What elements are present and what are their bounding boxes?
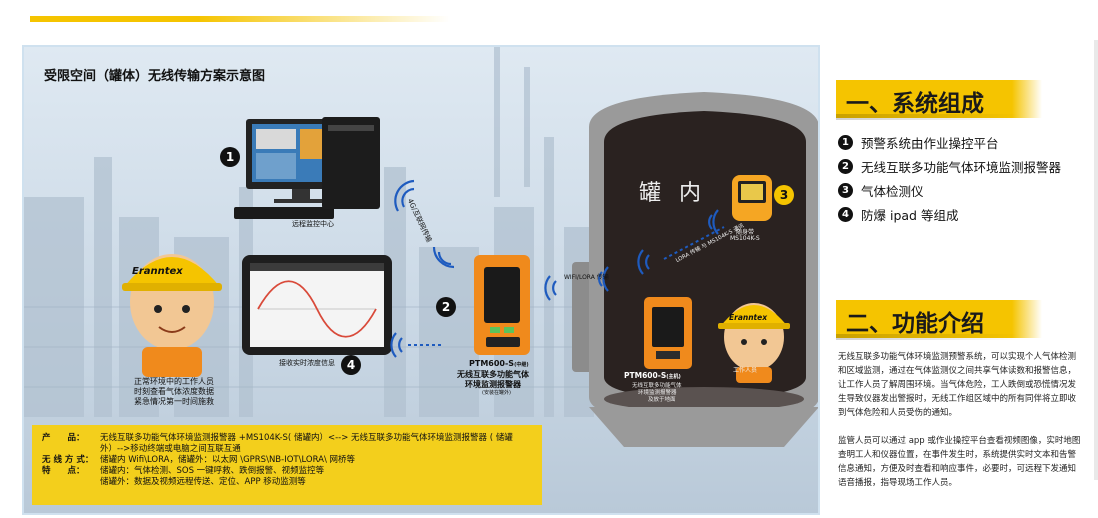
list-item: 3 气体检测仪	[838, 178, 1061, 202]
list-item-text: 无线互联多功能气体环境监测报警器	[861, 159, 1062, 175]
wireless-signals	[390, 179, 719, 358]
list-item-text: 防爆 ipad 等组成	[861, 207, 959, 223]
mascot-left-text: Eranntex	[132, 266, 183, 277]
product-info-box: 产 品： 无线互联多功能气体环境监测报警器 +MS104K-S( 储罐内）<--…	[32, 425, 542, 505]
mascot-inside-text: Eranntex	[729, 313, 768, 322]
left-caption-line: 紧急情况第一时间施救	[134, 397, 214, 406]
label-wifi-lora: WIFI/LORA 传输	[564, 274, 609, 281]
info-row: 产 品： 无线互联多功能气体环境监测报警器 +MS104K-S( 储罐内）<--…	[42, 433, 532, 455]
badge-two: 2	[436, 297, 456, 317]
diagram-title: 受限空间（罐体）无线传输方案示意图	[44, 69, 266, 84]
badge-three: 3	[774, 185, 794, 205]
info-value: 储罐内 Wifi\LORA，储罐外：以太网 \GPRS\NB-IOT\LORA\…	[100, 455, 356, 465]
section1-banner: 一、系统组成	[836, 80, 1042, 120]
inside-name-line1: 无线互联多功能气体	[632, 383, 682, 389]
info-value: 储罐内：气体检测、SOS 一键呼救、跌倒报警、视频监控等	[100, 466, 325, 476]
info-key	[42, 477, 100, 488]
right-edge-rule	[1094, 40, 1098, 480]
badge-four: 4	[341, 355, 361, 375]
label-detector-model: MS104K-S	[730, 235, 760, 242]
left-caption-line: 时刻查看气体浓度数据	[134, 387, 214, 396]
info-row: 特 点： 储罐内：气体检测、SOS 一键呼救、跌倒报警、视频监控等	[42, 466, 532, 477]
label-detector-name: 随身带	[736, 229, 755, 236]
info-key: 产 品：	[42, 433, 85, 443]
ms104k-detector	[732, 175, 772, 221]
info-key: 无 线 方 式：	[42, 455, 94, 465]
storage-tank	[572, 92, 818, 447]
info-row: 无 线 方 式： 储罐内 Wifi\LORA，储罐外：以太网 \GPRS\NB-…	[42, 455, 532, 466]
list-item-text: 预警系统由作业操控平台	[861, 135, 999, 151]
list-item: 2 无线互联多功能气体环境监测报警器	[838, 154, 1061, 178]
top-accent-bar	[30, 16, 450, 22]
outside-note: (安装在罐外)	[482, 390, 511, 396]
list-item: 4 防爆 ipad 等组成	[838, 202, 1061, 226]
left-caption: 正常环境中的工作人员 时刻查看气体浓度数据 紧急情况第一时间施救	[104, 377, 244, 407]
number-badge: 2	[838, 158, 853, 174]
outside-name-line1: 无线互联多功能气体	[457, 370, 529, 379]
ptm600-outside-device	[474, 255, 530, 355]
section1-title: 一、系统组成	[846, 91, 984, 117]
outside-model: PTM600-S(中继)	[469, 359, 529, 368]
desktop-computer	[234, 117, 380, 219]
list-item-text: 气体检测仪	[861, 183, 924, 199]
outside-name-line2: 环境监测报警器	[465, 380, 521, 389]
section2-title: 二、功能介绍	[846, 311, 984, 337]
diagram-illustration	[24, 47, 818, 447]
left-caption-line: 正常环境中的工作人员	[134, 377, 214, 386]
tank-inside-label: 罐内	[639, 181, 720, 206]
inside-note: 及放于地面	[648, 397, 676, 403]
tablet-device	[242, 255, 392, 355]
info-value: 储罐外：数据及视频远程传送、定位、APP 移动监测等	[100, 477, 306, 487]
info-key: 特 点：	[42, 466, 85, 476]
diagram-panel: 受限空间（罐体）无线传输方案示意图 1 2 3 4 远程监控中心 4G/互联网传…	[22, 45, 820, 515]
list-item: 1 预警系统由作业操控平台	[838, 130, 1061, 154]
ptm600-inside-device	[644, 297, 692, 369]
number-badge: 1	[838, 134, 853, 150]
mascot-left	[122, 254, 222, 377]
inside-model: PTM600-S(主机)	[624, 371, 681, 380]
mascot-inside	[718, 303, 790, 383]
label-tablet-caption: 接收实时浓度信息	[279, 359, 335, 367]
info-row: 储罐外：数据及视频远程传送、定位、APP 移动监测等	[42, 477, 532, 488]
inside-name-line2: 环境监测报警器	[638, 390, 677, 396]
number-badge: 4	[838, 206, 853, 222]
components-list: 1 预警系统由作业操控平台 2 无线互联多功能气体环境监测报警器 3 气体检测仪…	[838, 130, 1061, 226]
section2-banner: 二、功能介绍	[836, 300, 1042, 340]
label-remote-center: 远程监控中心	[292, 220, 334, 228]
label-worker-inside: 工作人员	[733, 367, 758, 374]
number-badge: 3	[838, 182, 853, 198]
function-paragraph: 监管人员可以通过 app 或作业操控平台查看视频图像，实时地图查明工人和仪器位置…	[838, 436, 1081, 488]
function-paragraph: 无线互联多功能气体环境监测预警系统，可以实现个人气体检测和区域监测，通过在气体监…	[838, 352, 1077, 418]
info-value: 无线互联多功能气体环境监测报警器 +MS104K-S( 储罐内）<--> 无线互…	[100, 433, 513, 454]
badge-one: 1	[220, 147, 240, 167]
link-lines	[408, 226, 725, 346]
